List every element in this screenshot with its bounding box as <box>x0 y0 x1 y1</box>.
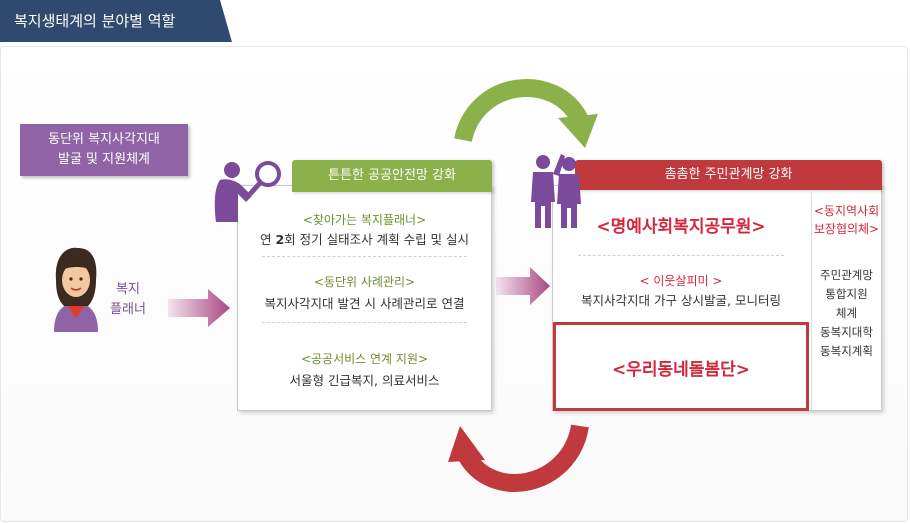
outreach-planner-body-num: 2 <box>275 232 285 247</box>
community-council-items: 주민관계망 통합지원 체계 동복지대학 동복지계획 <box>811 266 882 361</box>
community-council-item: 동복지계획 <box>820 344 873 358</box>
avatar-eye-left <box>69 277 73 281</box>
divider-1 <box>262 256 467 257</box>
avatar-face <box>62 263 90 297</box>
arrow-right-2-icon <box>496 267 550 305</box>
public-service-title: <공공서비스 연계 지원> <box>300 352 429 366</box>
person-2-head <box>562 157 576 171</box>
support-system-line1: 동단위 복지사각지대 <box>48 132 160 147</box>
neighbor-watcher-title: < 이웃살피미 > <box>639 274 723 288</box>
support-system-line2: 발굴 및 지원체계 <box>58 152 150 167</box>
village-care-group-box <box>553 322 809 411</box>
support-system-box: 동단위 복지사각지대 발굴 및 지원체계 <box>20 124 188 176</box>
avatar-mouth <box>70 287 82 291</box>
person-2-body <box>557 174 581 228</box>
public-service-body: 서울형 긴급복지, 의료서비스 <box>289 373 440 388</box>
outreach-planner-title: <찾아가는 복지플래너> <box>302 213 427 227</box>
community-council-title: <동지역사회 보장협의체> <box>811 202 882 238</box>
case-management-title: <동단위 사례관리> <box>313 275 416 289</box>
avatar-bangs <box>62 262 90 270</box>
community-council-title-line1: <동지역사회 <box>813 204 880 218</box>
cycle-arrow-top-head <box>558 114 598 148</box>
welfare-planner-line1: 복지 <box>116 282 140 297</box>
outreach-planner-body-pre: 연 <box>259 232 276 247</box>
divider-2 <box>262 322 467 323</box>
person-head <box>224 162 240 178</box>
arrow-right-2-shape <box>496 267 550 305</box>
avatar-eye-right <box>79 277 83 281</box>
welfare-planner-line2: 플래너 <box>110 302 146 317</box>
village-care-group-title: <우리동네돌봄단> <box>612 360 750 380</box>
cycle-arrow-bottom-head <box>448 426 485 462</box>
person-body <box>214 179 252 222</box>
magnifier-person-icon <box>214 161 281 222</box>
welfare-planner-label: 복지 플래너 <box>106 280 150 320</box>
magnifier-lens <box>255 161 281 187</box>
cycle-arrow-top-arc <box>454 79 589 143</box>
cycle-arrow-bottom-arc <box>456 424 589 492</box>
outreach-planner-body: 연 2회 정기 실태조사 계획 수립 및 실시 <box>237 229 492 248</box>
arrow-right-1-icon <box>168 289 230 327</box>
public-safety-net-panel <box>237 185 492 411</box>
outreach-planner-body-post: 회 정기 실태조사 계획 수립 및 실시 <box>284 232 470 247</box>
two-people-icon <box>531 154 581 228</box>
arrow-right-1-shape <box>168 289 230 327</box>
neighbor-watcher-body: 복지사각지대 가구 상시발굴, 모니터링 <box>581 293 781 308</box>
community-council-item: 체계 <box>835 306 858 320</box>
community-council-item: 동복지대학 <box>820 325 873 339</box>
community-council-title-line2: 보장협의체> <box>813 222 880 236</box>
welfare-planner-avatar-icon <box>54 247 98 332</box>
community-council-item: 통합지원 <box>825 287 868 301</box>
divider-3 <box>578 255 784 256</box>
avatar-collar <box>66 304 86 318</box>
magnifier-handle <box>248 181 262 196</box>
cycle-arrow-bottom <box>448 424 589 492</box>
page-title: 복지생태계의 분야별 역할 <box>0 0 232 42</box>
person-1-body <box>531 172 555 228</box>
case-management-body: 복지사각지대 발견 시 사례관리로 연결 <box>264 296 465 311</box>
side-divider <box>811 192 812 410</box>
community-council-item: 주민관계망 <box>820 268 873 282</box>
raised-hands <box>553 154 565 176</box>
honorary-social-worker-title: <명예사회복지공무원> <box>596 217 766 237</box>
cycle-arrow-top <box>454 79 598 148</box>
public-safety-net-title: 튼튼한 공공안전망 강화 <box>292 160 492 192</box>
person-1-head <box>536 155 550 169</box>
resident-network-title: 촘촘한 주민관계망 강화 <box>575 160 882 190</box>
